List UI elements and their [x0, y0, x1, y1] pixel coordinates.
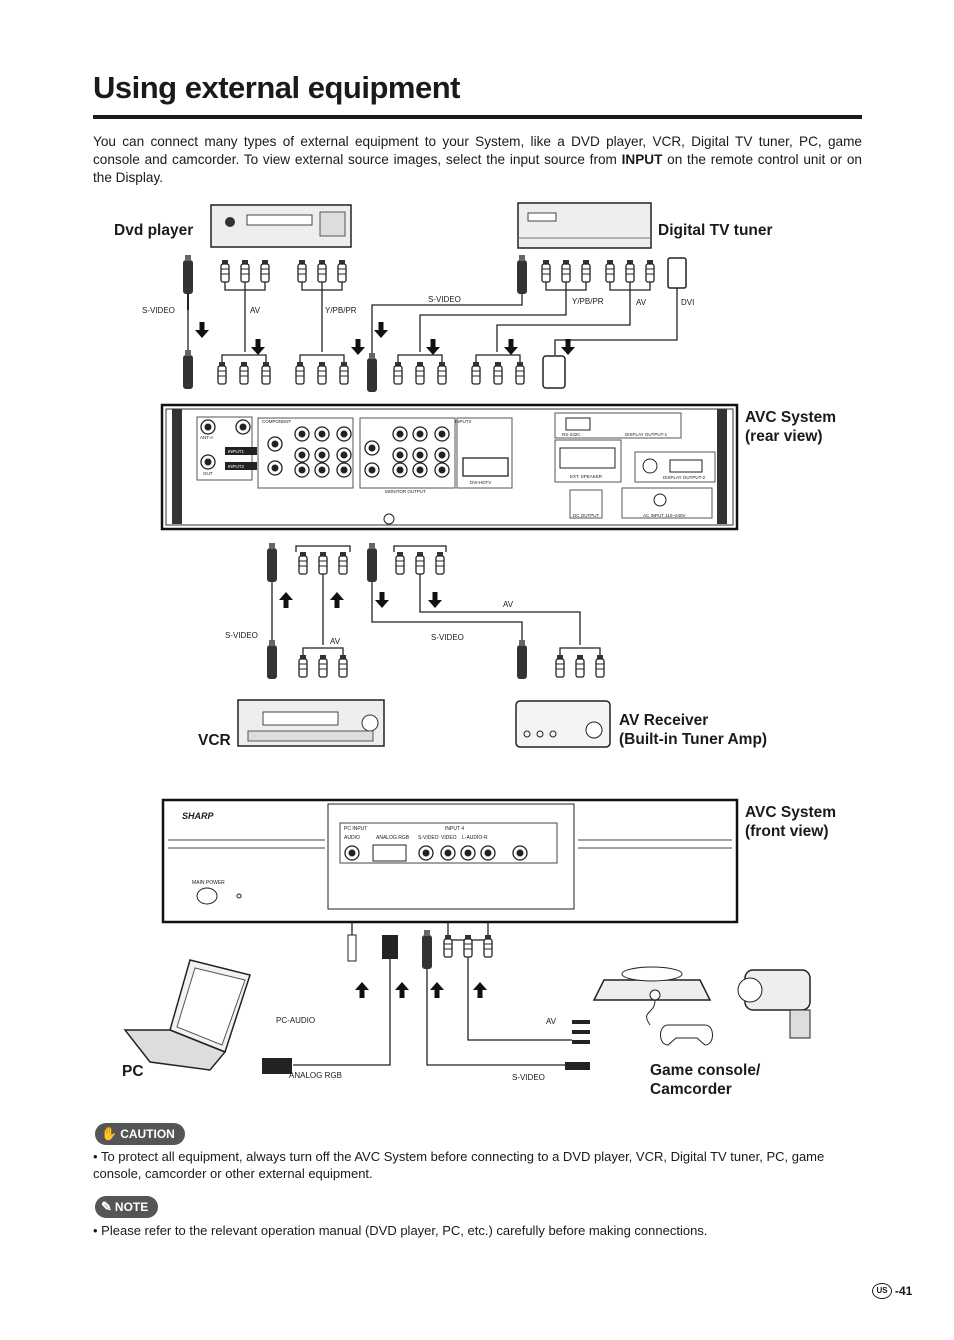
pencil-icon: ✎ — [101, 1199, 112, 1214]
page-title: Using external equipment — [93, 70, 460, 105]
cable-label-dvi: DVI — [681, 298, 695, 307]
label-game-line2: Camcorder — [650, 1081, 732, 1098]
intro-paragraph: You can connect many types of external e… — [93, 133, 862, 187]
intro-text-1: You can connect many types of external e… — [93, 134, 862, 167]
panel-laudio-r: L-AUDIO-R — [462, 835, 488, 841]
label-av-receiver-line2: (Built-in Tuner Amp) — [619, 731, 768, 748]
panel-rs232c: RS-232C — [562, 432, 581, 437]
hand-icon: ✋ — [101, 1126, 118, 1141]
panel-audio: AUDIO — [344, 835, 360, 841]
panel-svideo: S-VIDEO — [418, 835, 439, 841]
note-badge: ✎ NOTE — [95, 1196, 159, 1218]
vcr-device — [237, 699, 385, 747]
label-av-receiver-line1: AV Receiver — [619, 712, 709, 729]
avc-system-front-panel — [161, 798, 739, 924]
cable-label-svideo: S-VIDEO — [431, 633, 464, 642]
label-pc: PC — [122, 1063, 144, 1080]
caution-badge: ✋ CAUTION — [95, 1123, 185, 1145]
panel-display-output-2: DISPLAY OUTPUT-2 — [663, 475, 706, 480]
panel-input3: INPUT3 — [455, 419, 472, 424]
label-avc-rear-line2: (rear view) — [745, 428, 823, 445]
cable-label-av: AV — [250, 306, 261, 315]
label-avc-rear-line1: AVC System — [745, 409, 837, 426]
title-rule — [93, 115, 862, 119]
panel-ant-a: ANT-A — [200, 435, 214, 440]
cable-label-svideo: S-VIDEO — [512, 1073, 545, 1082]
intro-text-2: on the remote control unit or on the Dis… — [93, 152, 862, 185]
panel-ac-input: AC INPUT 110~240V — [643, 513, 686, 518]
panel-input1: INPUT1 — [228, 449, 245, 454]
game-console-device — [592, 966, 713, 1046]
avc-system-rear-panel — [160, 403, 739, 531]
panel-pc-input: PC INPUT — [344, 826, 368, 832]
cable-label-svideo: S-VIDEO — [142, 306, 175, 315]
label-game-line1: Game console/ — [650, 1062, 761, 1079]
panel-ext-speaker: EXT. SPEAKER — [570, 474, 603, 479]
panel-out: OUT — [203, 471, 213, 476]
label-avc-front-line1: AVC System — [745, 804, 837, 821]
label-game-console-camcorder: Game console/Camcorder — [650, 1061, 760, 1099]
note-text: • Please refer to the relevant operation… — [93, 1223, 708, 1238]
intro-bold-input: INPUT — [621, 152, 663, 167]
panel-video: VIDEO — [441, 835, 457, 841]
cable-label-ypbpr: Y/PB/PR — [572, 297, 604, 306]
panel-input4: INPUT 4 — [445, 826, 465, 832]
label-avc-front: AVC System (front view) — [745, 803, 836, 841]
panel-input2: INPUT2 — [228, 464, 245, 469]
digital-tv-tuner-device — [517, 202, 652, 249]
label-digital-tv-tuner: Digital TV tuner — [658, 222, 773, 239]
region-mark: US — [872, 1283, 892, 1299]
panel-brand: SHARP — [182, 811, 214, 821]
cable-label-av: AV — [636, 298, 647, 307]
cable-label-ypbpr: Y/PB/PR — [325, 306, 357, 315]
label-avc-rear: AVC System (rear view) — [745, 408, 836, 446]
connection-diagram — [123, 202, 811, 1074]
cable-label-svideo: S-VIDEO — [428, 295, 461, 304]
caution-badge-label: CAUTION — [120, 1127, 175, 1141]
caution-text-content: To protect all equipment, always turn of… — [93, 1149, 825, 1181]
page-number-text: -41 — [895, 1284, 913, 1298]
page-number: US -41 — [872, 1283, 912, 1299]
dvd-player-device — [210, 204, 352, 248]
panel-dc-output: DC OUTPUT — [573, 513, 600, 518]
cable-label-pc-audio: PC-AUDIO — [276, 1016, 316, 1025]
note-text-content: Please refer to the relevant operation m… — [101, 1223, 708, 1238]
cable-label-svideo: S-VIDEO — [225, 631, 258, 640]
cable-label-av: AV — [330, 637, 341, 646]
label-av-receiver: AV Receiver (Built-in Tuner Amp) — [619, 711, 767, 749]
label-avc-front-line2: (front view) — [745, 823, 829, 840]
pc-laptop-device — [123, 959, 251, 1071]
panel-dvi-hdtv: DVI-HDTV — [470, 480, 492, 485]
label-dvd-player: Dvd player — [114, 222, 194, 239]
panel-analog-rgb: ANALOG RGB — [376, 835, 410, 841]
cable-label-analog-rgb: ANALOG RGB — [289, 1071, 342, 1080]
camcorder-device — [737, 969, 811, 1039]
panel-component: COMPONENT — [262, 419, 292, 424]
panel-display-output-1: DISPLAY OUTPUT-1 — [625, 432, 668, 437]
label-vcr: VCR — [198, 732, 231, 749]
av-receiver-device — [515, 700, 611, 748]
panel-monitor-output: MONITOR OUTPUT — [385, 489, 426, 494]
cable-label-av: AV — [546, 1017, 557, 1026]
cable-label-av: AV — [503, 600, 514, 609]
note-badge-label: NOTE — [114, 1200, 149, 1214]
panel-main-power: MAIN POWER — [192, 880, 225, 886]
caution-text: • To protect all equipment, always turn … — [93, 1149, 825, 1181]
